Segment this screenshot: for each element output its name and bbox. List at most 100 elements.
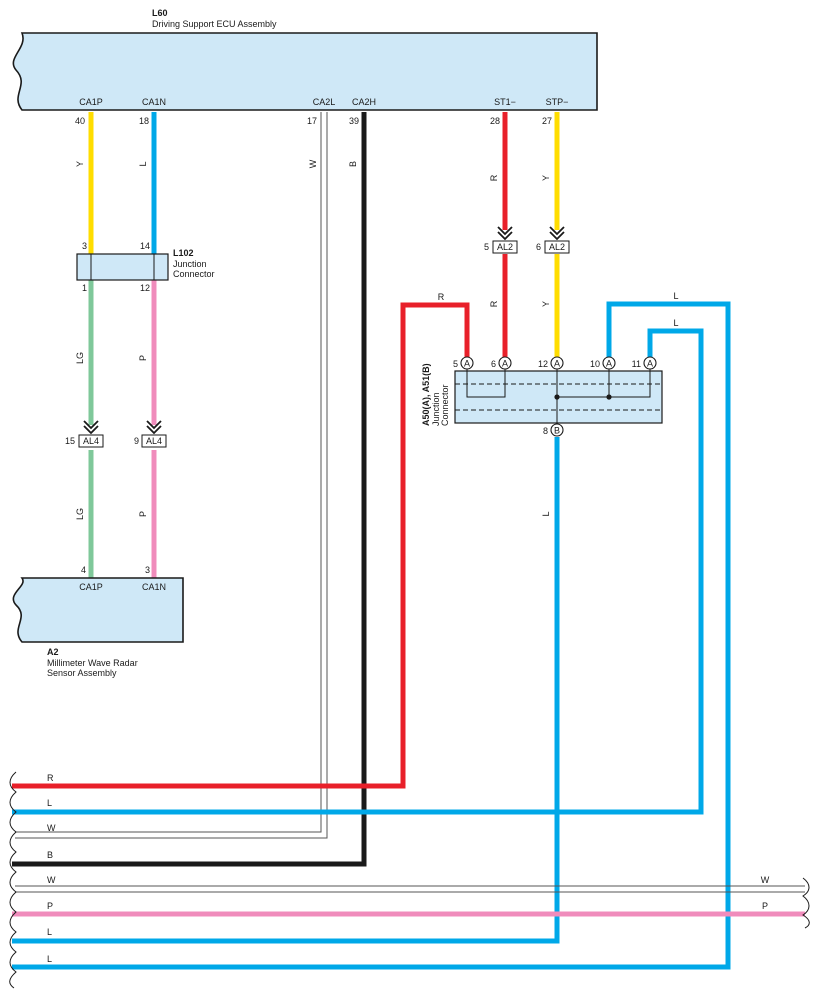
wire-color-label: Y — [541, 301, 551, 307]
al4-pin: 9 — [134, 436, 139, 446]
ecu-name: Driving Support ECU Assembly — [152, 19, 277, 29]
wire-color-label: Y — [75, 161, 85, 167]
jc-name: Junction — [431, 392, 441, 426]
bus-labels-right: W P — [761, 875, 770, 911]
ecu-pin-name: ST1− — [494, 97, 516, 107]
wire-color-label: R — [438, 292, 445, 302]
wire-bus-w — [15, 885, 805, 893]
radar-name: Sensor Assembly — [47, 668, 117, 678]
l102-name: Junction — [173, 259, 207, 269]
connector-al4: AL4 AL4 15 9 — [65, 420, 167, 448]
chevron-icon — [497, 226, 565, 241]
wires — [12, 112, 805, 970]
wire-color-label: L — [541, 511, 551, 516]
mid-wire-labels-right: R Y — [489, 300, 551, 307]
wire-color-label: Y — [541, 175, 551, 181]
ecu-pin-num: 28 — [490, 116, 500, 126]
radar-name: Millimeter Wave Radar — [47, 658, 138, 668]
l102-pin: 3 — [82, 241, 87, 251]
ecu-pin-num: 17 — [307, 116, 317, 126]
bus-wire-label: B — [47, 850, 53, 860]
bus-wire-label: L — [47, 927, 52, 937]
wire-color-label: B — [348, 161, 358, 167]
connector-al2: AL2 AL2 5 6 — [484, 226, 570, 254]
jc-pin-num: 12 — [538, 359, 548, 369]
ecu-id: L60 — [152, 8, 168, 18]
radar-sensor-a2: 4 3 CA1P CA1N A2 Millimeter Wave Radar S… — [12, 565, 184, 678]
wire-ca2l-w — [15, 112, 328, 839]
wire-color-label: W — [308, 159, 318, 168]
ecu-pin-name: CA1P — [79, 97, 103, 107]
bus-wire-label: P — [47, 901, 53, 911]
bus-wire-label: W — [47, 823, 56, 833]
l102-pin: 14 — [140, 241, 150, 251]
wire-ca2h-b — [12, 112, 367, 867]
al2-pin: 5 — [484, 242, 489, 252]
ecu-pin-name: CA1N — [142, 97, 166, 107]
ecu-l60: L60 Driving Support ECU Assembly CA1P CA… — [12, 8, 598, 126]
ecu-pin-num: 40 — [75, 116, 85, 126]
ecu-pin-num: 39 — [349, 116, 359, 126]
ecu-pin-num: 18 — [139, 116, 149, 126]
wire-color-label: R — [489, 174, 499, 181]
ecu-pin-name: STP− — [546, 97, 569, 107]
l102-name: Connector — [173, 269, 215, 279]
jc-name: Connector — [440, 384, 450, 426]
wire-jc5-r — [12, 302, 470, 789]
jc-pin-conn: A — [647, 359, 653, 369]
al4-pin: 15 — [65, 436, 75, 446]
wire-color-label: LG — [75, 508, 85, 520]
bus-wire-label: R — [47, 773, 54, 783]
l102-pin: 12 — [140, 283, 150, 293]
jc-pin-num: 11 — [632, 359, 641, 369]
radar-id: A2 — [47, 647, 59, 657]
ecu-pin-num: 27 — [542, 116, 552, 126]
jc-pin-conn: A — [464, 359, 470, 369]
wire-color-label: L — [138, 161, 148, 166]
wire-color-label: R — [489, 300, 499, 307]
l102-pin: 1 — [82, 283, 87, 293]
wire-jc10-l — [12, 301, 731, 970]
ecu-wire-colors: Y L W B R Y — [75, 159, 551, 181]
radar-pin-name: CA1P — [79, 582, 103, 592]
radar-pin-num: 4 — [81, 565, 86, 575]
jc-pin-num: 5 — [453, 359, 458, 369]
chevron-icon — [83, 420, 162, 435]
junction-connector-l102: L102 Junction Connector 3 14 1 12 — [76, 241, 215, 293]
wire-color-label: P — [138, 355, 148, 361]
jc-id: A50(A), A51(B) — [421, 363, 431, 426]
jc-pin-conn: B — [554, 426, 560, 436]
al4-tag: AL4 — [146, 436, 162, 446]
al2-pin: 6 — [536, 242, 541, 252]
jc-pin-num: 10 — [590, 359, 600, 369]
ecu-pin-name: CA2H — [352, 97, 376, 107]
radar-pin-name: CA1N — [142, 582, 166, 592]
jc-pin-conn: A — [502, 359, 508, 369]
jc-wire-labels: R L L L — [438, 291, 679, 517]
wire-color-label: P — [138, 511, 148, 517]
jc-pin-conn: A — [606, 359, 612, 369]
jc-pin-conn: A — [554, 359, 560, 369]
bus-break-right — [802, 877, 810, 929]
jc-pin-num: 8 — [543, 426, 548, 436]
bus-wire-label: W — [47, 875, 56, 885]
junction-connector-a50-a51: A A A A A 5 6 12 10 11 B 8 A50(A), A51(B… — [421, 356, 663, 437]
wire-color-label: L — [673, 318, 678, 328]
jc-pin-num: 6 — [491, 359, 496, 369]
bus-labels-left: R L W B W P L L — [47, 773, 56, 964]
al2-tag: AL2 — [497, 242, 513, 252]
al2-tag: AL2 — [549, 242, 565, 252]
ecu-pin-name: CA2L — [313, 97, 336, 107]
bus-wire-label: L — [47, 798, 52, 808]
bus-wire-label: W — [761, 875, 770, 885]
bus-wire-label: L — [47, 954, 52, 964]
wire-color-label: LG — [75, 352, 85, 364]
al4-tag: AL4 — [83, 436, 99, 446]
bus-break-left — [9, 771, 17, 989]
l102-id: L102 — [173, 248, 194, 258]
wire-jc11-l — [12, 328, 704, 815]
mid-wire-labels-left: LG P LG P — [75, 352, 148, 520]
bus-wire-label: P — [762, 901, 768, 911]
wire-jc8-l — [12, 437, 560, 944]
